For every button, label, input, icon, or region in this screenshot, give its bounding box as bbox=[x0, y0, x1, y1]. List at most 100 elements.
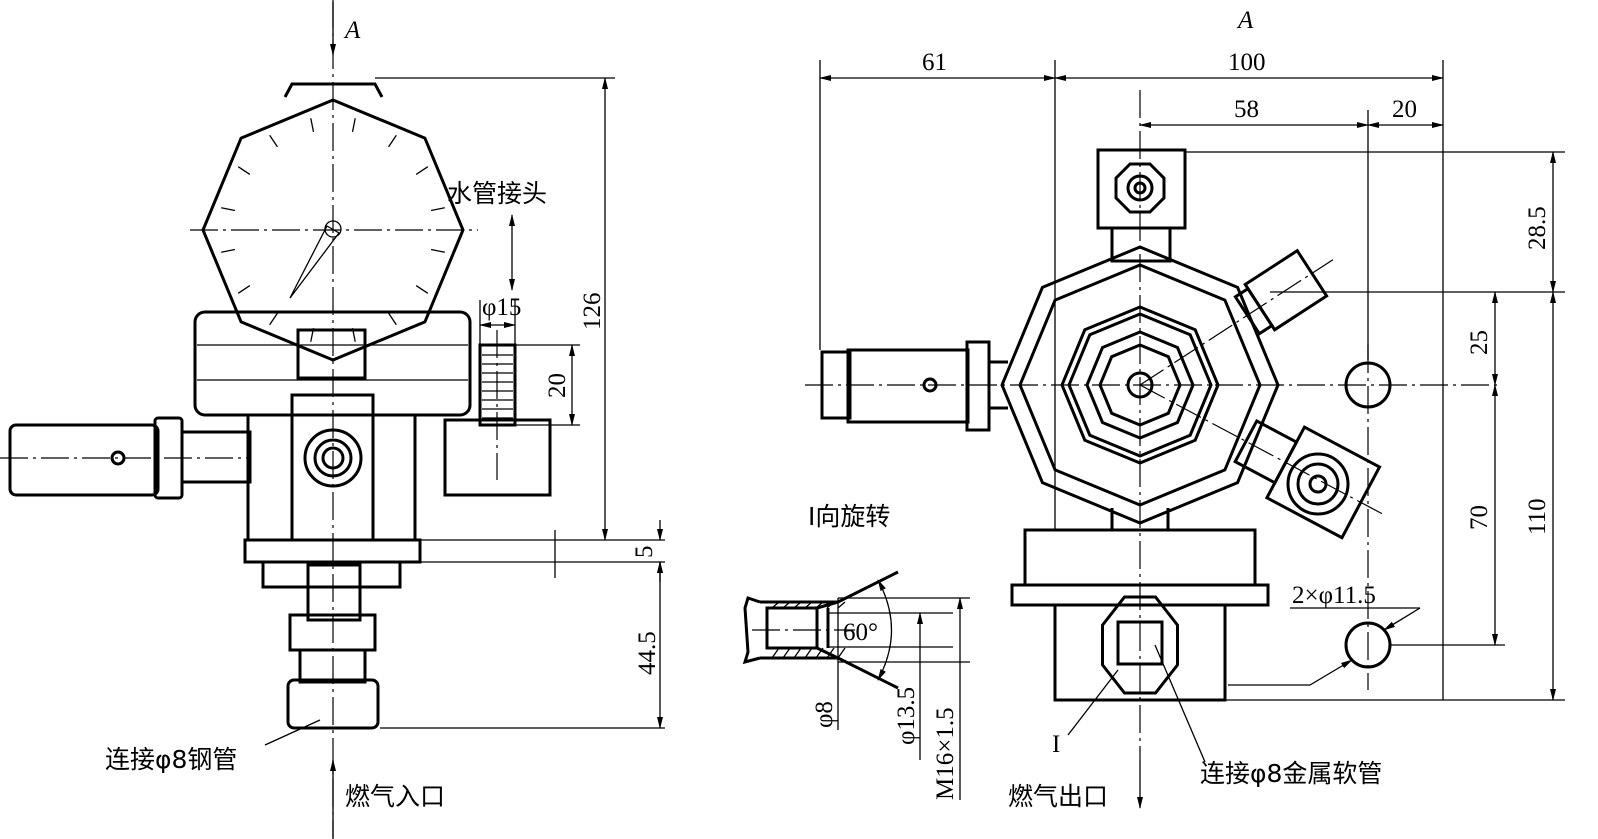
dim-20-label: 20 bbox=[1392, 96, 1417, 123]
stroke bbox=[804, 647, 813, 659]
stroke bbox=[771, 647, 780, 659]
top-fitting-hole bbox=[1133, 181, 1147, 195]
hex-nut-inner bbox=[1085, 330, 1195, 440]
lower-right-fitting bbox=[1139, 384, 1384, 540]
gas-inlet-label: 燃气入口 bbox=[345, 782, 445, 811]
left-fitting-tip bbox=[820, 350, 852, 420]
hose-label: 连接φ8金属软管 bbox=[1200, 759, 1382, 788]
gas-outlet-label: 燃气出口 bbox=[1008, 782, 1108, 811]
detail-edge bbox=[816, 646, 839, 660]
leader-line bbox=[1383, 607, 1421, 631]
fitting-axis bbox=[1139, 259, 1334, 386]
detail-view-i: I向旋转 60° φ8 φ13.5 M16×1.5 bbox=[742, 502, 970, 800]
stroke bbox=[415, 285, 429, 294]
stroke bbox=[221, 207, 236, 212]
steel-pipe-label: 连接φ8钢管 bbox=[105, 745, 237, 774]
lower-body bbox=[246, 413, 417, 542]
left-fitting-nut bbox=[965, 340, 991, 432]
stroke bbox=[771, 601, 780, 609]
dim-28-5-label: 28.5 bbox=[1524, 206, 1551, 250]
outlet-hex bbox=[1101, 595, 1179, 695]
gauge-cap bbox=[283, 82, 384, 98]
top-fitting-neck bbox=[1110, 226, 1172, 263]
cone-line bbox=[837, 656, 899, 690]
dim-phi15-label: φ15 bbox=[482, 294, 521, 321]
cone-line bbox=[837, 570, 899, 604]
detail-bore bbox=[765, 606, 819, 650]
leader-line bbox=[1154, 644, 1206, 763]
dim-126-label: 126 bbox=[579, 293, 606, 331]
left-connector bbox=[180, 430, 252, 484]
angle-label: 60° bbox=[843, 619, 878, 646]
stroke bbox=[430, 248, 445, 253]
top-fitting-bore bbox=[1126, 174, 1154, 202]
gauge-neck bbox=[296, 328, 367, 380]
detail-tip bbox=[742, 596, 761, 665]
steel-pipe-nut bbox=[286, 678, 380, 730]
stroke bbox=[269, 312, 278, 326]
outer-octagon bbox=[1000, 245, 1280, 525]
stroke bbox=[221, 248, 236, 253]
stroke bbox=[782, 647, 791, 659]
center-fitting-outer bbox=[303, 428, 363, 488]
section-mark-i: I bbox=[1052, 731, 1060, 758]
lower-fitting-ring bbox=[1296, 462, 1340, 506]
stroke bbox=[351, 118, 356, 133]
dim-110-label: 110 bbox=[1524, 498, 1551, 535]
stroke bbox=[415, 166, 429, 175]
stroke bbox=[430, 207, 445, 212]
stroke bbox=[269, 134, 278, 148]
dim-70-label: 70 bbox=[1466, 505, 1493, 530]
stroke bbox=[782, 601, 791, 609]
dim-20-label: 20 bbox=[544, 373, 571, 398]
dim-58-label: 58 bbox=[1234, 96, 1259, 123]
stroke bbox=[804, 601, 813, 609]
hex-nut-core bbox=[1098, 343, 1182, 427]
detail-hatch bbox=[771, 601, 846, 659]
center-fitting-bore bbox=[321, 446, 345, 470]
dim-phi8-label: φ8 bbox=[811, 701, 838, 728]
outlet-block bbox=[1053, 603, 1227, 702]
right-view: A 61 100 58 20 28.5 25 70 110 2×φ11.5 I … bbox=[805, 7, 1565, 811]
gauge-needle bbox=[289, 225, 340, 299]
detail-edge bbox=[816, 600, 839, 610]
detail-title: I向旋转 bbox=[808, 502, 890, 531]
outlet-port bbox=[1116, 620, 1164, 666]
leader-line bbox=[264, 719, 321, 746]
holes-label: 2×φ11.5 bbox=[1292, 582, 1376, 609]
stroke bbox=[837, 601, 846, 609]
stroke bbox=[793, 601, 802, 609]
stroke bbox=[793, 647, 802, 659]
stroke bbox=[237, 285, 251, 294]
leader-line bbox=[1067, 669, 1119, 736]
stroke bbox=[388, 312, 397, 326]
upper-right-fitting bbox=[1139, 248, 1334, 386]
gauge-ticks bbox=[221, 118, 445, 342]
stroke bbox=[388, 134, 397, 148]
dim-44-5-label: 44.5 bbox=[634, 631, 661, 675]
outlet-stem bbox=[306, 563, 362, 622]
inner-octagon bbox=[1018, 263, 1262, 507]
angle-arc bbox=[877, 579, 893, 681]
leader-line bbox=[1228, 659, 1353, 686]
dim-5-label: 5 bbox=[631, 546, 658, 559]
outlet-flange bbox=[261, 560, 402, 589]
left-inlet-pipe bbox=[8, 423, 160, 497]
hex-nut-outer bbox=[1060, 305, 1220, 465]
stroke bbox=[837, 647, 846, 659]
left-fitting-hole bbox=[922, 377, 938, 393]
lower-fitting-ring bbox=[1286, 452, 1350, 516]
center-fitting-inner bbox=[313, 438, 353, 478]
stroke bbox=[310, 118, 315, 133]
view-mark-a: A bbox=[1236, 7, 1254, 34]
dim-100-label: 100 bbox=[1228, 49, 1266, 76]
top-fitting-hex bbox=[1114, 162, 1166, 214]
outlet-neck bbox=[298, 648, 367, 684]
view-mark-a: A bbox=[343, 17, 361, 44]
left-fitting-body bbox=[846, 348, 970, 424]
top-fitting bbox=[1096, 148, 1187, 230]
stroke bbox=[237, 166, 251, 175]
pipe-hole bbox=[110, 450, 126, 466]
